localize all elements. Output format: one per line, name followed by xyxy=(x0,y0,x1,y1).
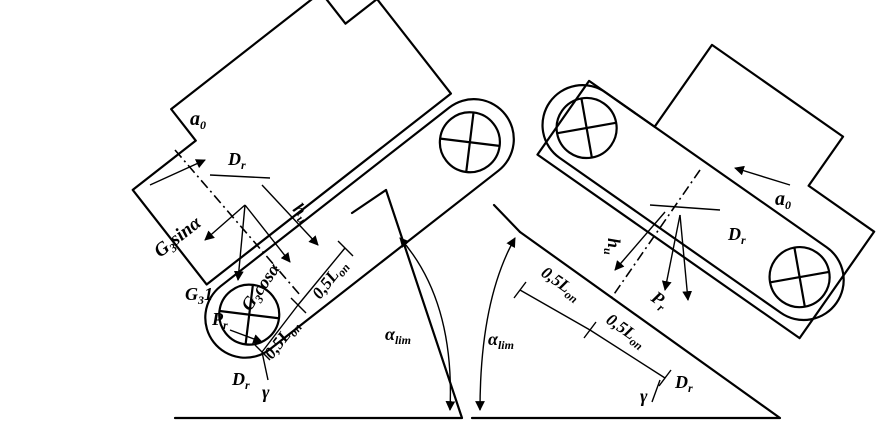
right-wheel-rear xyxy=(768,246,831,309)
left-g3sina-label: G3sinα xyxy=(150,212,207,263)
left-sin-arrow xyxy=(204,204,246,241)
right-half-label-2: 0,5Lon xyxy=(601,310,650,354)
right-dr-dim xyxy=(649,204,721,211)
left-half-label-2: 0,5Lon xyxy=(308,256,353,305)
left-slope-extension xyxy=(350,188,388,215)
right-gamma-label: γ xyxy=(640,386,648,406)
left-a0-label: a0 xyxy=(190,108,206,132)
right-half-dim-1 xyxy=(519,289,591,331)
right-hu-label: hu xyxy=(601,238,624,255)
right-alpha-label: αlim xyxy=(488,329,514,352)
left-track xyxy=(204,98,515,359)
left-gamma-label: γ xyxy=(262,382,270,402)
right-half-tick-3 xyxy=(658,369,672,387)
left-machine xyxy=(131,0,515,359)
right-forces xyxy=(513,165,791,403)
left-cg-axis xyxy=(174,149,301,296)
left-pr-label: Pr xyxy=(211,309,228,332)
left-pr-arrow xyxy=(229,329,263,344)
left-dr-top-label: Dr xyxy=(227,149,246,172)
right-pr-label: Pr xyxy=(645,286,672,315)
left-gamma-line xyxy=(261,351,269,381)
right-slope-ground xyxy=(470,230,782,420)
left-diagram: a0 Dr hu G3sinα G31 G3cosα Pr 0,5Lon 0,5… xyxy=(131,0,515,420)
right-machine xyxy=(536,43,876,340)
left-a0-dim xyxy=(149,159,206,186)
right-half-tick-1 xyxy=(513,281,527,299)
left-dr-bottom-label: Dr xyxy=(231,369,250,392)
left-weight-arrow xyxy=(233,204,246,281)
left-half-dim-1 xyxy=(261,304,299,353)
right-wheel-front xyxy=(555,96,618,160)
right-a0-label: a0 xyxy=(775,188,791,212)
right-gamma-line xyxy=(651,379,661,403)
left-half-tick-2 xyxy=(290,297,307,314)
right-dr-top-label: Dr xyxy=(727,224,746,247)
left-wheel-rear xyxy=(438,111,501,174)
right-half-tick-2 xyxy=(583,321,597,339)
right-diagram: a0 Dr hu Pr 0,5Lon 0,5Lon Dr γ αlim xyxy=(470,43,876,420)
left-alpha-arc xyxy=(399,237,456,411)
right-cg-axis xyxy=(609,169,701,301)
left-alpha-label: αlim xyxy=(385,324,411,347)
right-weight-arrow xyxy=(679,214,693,301)
left-half-dim-2 xyxy=(297,247,346,306)
left-slope-ground xyxy=(173,188,464,420)
right-dr-bottom-label: Dr xyxy=(674,372,693,395)
left-g31-label: G31 xyxy=(185,284,213,307)
right-hu-dim xyxy=(614,211,666,271)
right-track xyxy=(541,84,845,322)
right-machine-body xyxy=(536,43,876,340)
right-half-dim-2 xyxy=(589,329,666,379)
right-half-label-1: 0,5Lon xyxy=(536,263,585,307)
right-slope-extension xyxy=(492,203,522,234)
right-alpha-arc xyxy=(475,237,516,411)
right-pr-arrow xyxy=(661,214,681,291)
left-wheel-front xyxy=(218,283,281,346)
left-dr-dim xyxy=(209,174,271,179)
left-half-tick-3 xyxy=(337,240,354,257)
left-machine-body xyxy=(131,0,453,286)
left-hu-dim xyxy=(261,184,319,246)
right-a0-dim xyxy=(734,165,791,186)
left-cos-arrow xyxy=(244,204,291,263)
left-forces xyxy=(149,149,354,381)
